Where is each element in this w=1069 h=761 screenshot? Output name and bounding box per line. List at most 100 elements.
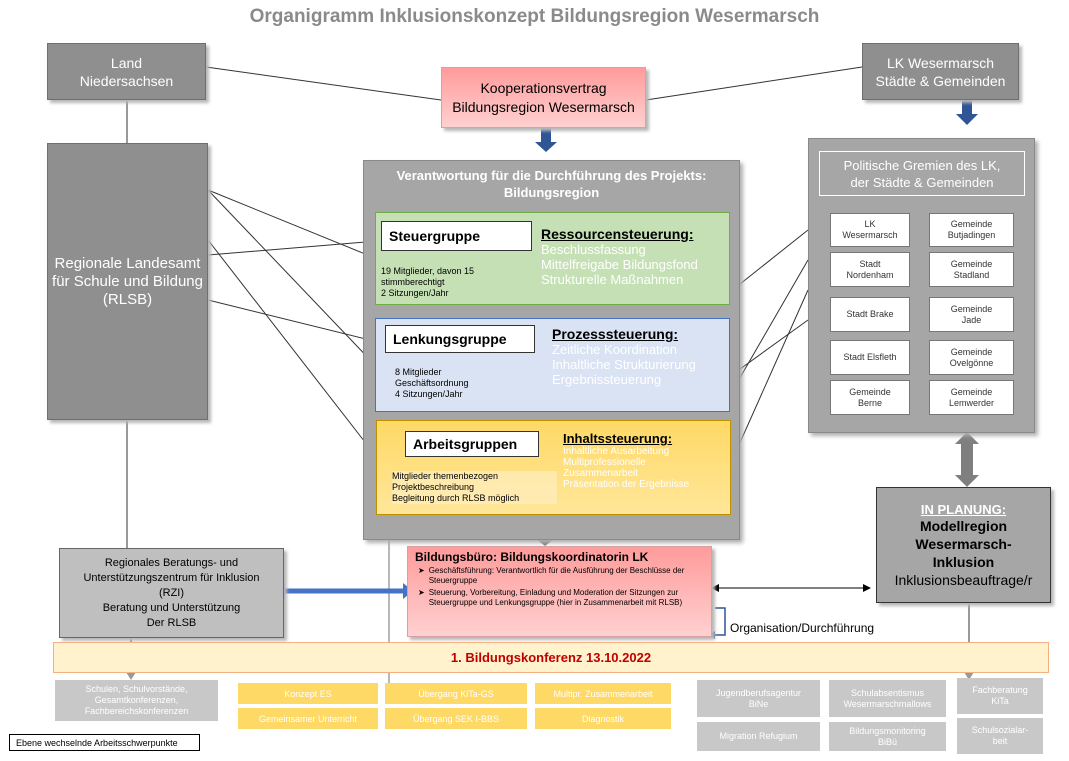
- gemeinde-name: Stadt Brake: [846, 309, 894, 319]
- arrow-bullet-icon: ➤: [418, 566, 425, 575]
- planung-line3: Wesermarsch-: [915, 535, 1012, 552]
- gemeinde-brake: Stadt Brake: [830, 297, 910, 332]
- lenkungsgruppe-detail: Geschäftsordnung: [395, 378, 469, 388]
- schulabsentismus-box: Schulabsentismus Wesermarschmallows: [829, 680, 946, 717]
- kooperationsvertrag-box: Kooperationsvertrag Bildungsregion Weser…: [441, 67, 646, 128]
- arbeitsgruppen-detail: Mitglieder themenbezogen: [392, 471, 499, 481]
- yellow-item-multipr: Multipr. Zusammenarbeit: [535, 683, 671, 704]
- legend-box: Ebene wechselnde Arbeitsschwerpunkte: [9, 734, 200, 751]
- land-line2: Niedersachsen: [79, 72, 174, 89]
- organisation-label: Organisation/Durchführung: [730, 621, 875, 635]
- bildungsbuero-bullets: ➤Geschäftsführung: Verantwortlich für di…: [418, 566, 706, 608]
- gemeinde-name: Stadt: [859, 258, 881, 269]
- land-box: Land Niedersachsen: [47, 43, 206, 100]
- gemeinde-name: Gemeinde: [950, 386, 993, 397]
- yellow-item-konzept-es: Konzept ES: [238, 683, 378, 704]
- grey-item-line: Bildungsmonitoring: [849, 725, 926, 736]
- gemeinde-name: Stadland: [953, 269, 990, 280]
- verantwortung-line1: Verantwortung für die Durchführung des P…: [396, 168, 707, 183]
- arrow-bullet-icon: ➤: [418, 588, 425, 597]
- grey-item-line: Schulsozialar-: [971, 725, 1029, 735]
- bildungsbuero-bullet-text: Steuerung, Vorbereitung, Einladung und M…: [428, 588, 683, 607]
- grey-item-line: Jugendberufsagentur: [715, 687, 802, 698]
- rzi-line2: Unterstützungszentrum für Inklusion: [83, 571, 260, 584]
- rzi-line1: Regionales Beratungs- und: [104, 556, 239, 569]
- rlsb-line1: Regionale Landesamt: [54, 254, 201, 272]
- grey-item-line: BiNe: [748, 698, 769, 709]
- rzi-line5: Der RLSB: [146, 616, 197, 629]
- inhaltssteuerung-item: Zusammenarbeit: [563, 468, 639, 479]
- prozesssteuerung-item: Ergebnissteuerung: [552, 372, 662, 387]
- gemeinde-name: Stadt Elsfleth: [843, 352, 897, 362]
- lk-line2: Städte & Gemeinden: [875, 72, 1006, 89]
- steuergruppe-detail: 2 Sitzungen/Jahr: [381, 288, 449, 298]
- gemeinde-name: Gemeinde: [950, 346, 993, 357]
- inhaltssteuerung-title: Inhaltssteuerung:: [563, 431, 673, 446]
- kooperation-line2: Bildungsregion Wesermarsch: [452, 98, 635, 115]
- gemeinde-name: Ovelgönne: [949, 357, 994, 368]
- gemeinde-name: Gemeinde: [950, 258, 993, 269]
- lenkungsgruppe-detail: 4 Sitzungen/Jahr: [395, 389, 463, 399]
- ressourcensteuerung-item: Beschlussfassung: [541, 242, 646, 257]
- gemeinde-name: Gemeinde: [950, 303, 993, 314]
- rzi-line4: Beratung und Unterstützung: [102, 601, 241, 614]
- politisch-line1: Politische Gremien des LK,: [843, 157, 1001, 173]
- planung-line2: Modellregion: [919, 517, 1008, 534]
- land-line1: Land: [110, 54, 143, 71]
- grey-item-line: Wesermarschmallows: [843, 698, 932, 709]
- steuergruppe-detail: 19 Mitglieder, davon 15: [381, 266, 475, 276]
- schulsozialarbeit-box: Schulsozialar- beit: [957, 718, 1043, 754]
- grey-item-line: KiTa: [991, 696, 1009, 706]
- politisch-line2: der Städte & Gemeinden: [850, 174, 994, 190]
- yellow-item-gemeinsamer-unterricht: Gemeinsamer Unterricht: [238, 708, 378, 729]
- bildungsbuero-bullet: ➤Geschäftsführung: Verantwortlich für di…: [418, 566, 706, 586]
- migration-box: Migration Refugium: [697, 722, 820, 751]
- lk-box: LK Wesermarsch Städte & Gemeinden: [862, 43, 1019, 100]
- schulen-line: Gesamtkonferenzen,: [94, 695, 179, 705]
- kooperation-line1: Kooperationsvertrag: [480, 79, 607, 96]
- arbeitsgruppen-detail: Projektbeschreibung: [392, 482, 475, 492]
- rlsb-box: Regionale Landesamt für Schule und Bildu…: [47, 143, 208, 420]
- schulen-line: Schulen, Schulvorstände,: [85, 684, 188, 694]
- prozesssteuerung: Prozesssteuerung: Zeitliche Koordination…: [552, 326, 727, 387]
- grey-item-line: Fachberatung: [972, 685, 1028, 695]
- rzi-line3: (RZI): [158, 586, 185, 599]
- jugendberufsagentur-box: Jugendberufsagentur BiNe: [697, 680, 820, 717]
- schulen-box: Schulen, Schulvorstände, Gesamtkonferenz…: [55, 680, 218, 721]
- gemeinde-name: Jade: [961, 314, 982, 325]
- inhaltssteuerung-item: Präsentation der Ergebnisse: [563, 479, 690, 490]
- ressourcensteuerung-title: Ressourcensteuerung:: [541, 226, 694, 242]
- planung-line1: IN PLANUNG:: [920, 501, 1007, 517]
- lenkungsgruppe-detail: 8 Mitglieder: [395, 367, 442, 377]
- ressourcensteuerung: Ressourcensteuerung: Beschlussfassung Mi…: [541, 226, 729, 287]
- inhaltssteuerung: Inhaltssteuerung: Inhaltliche Ausarbeitu…: [563, 431, 728, 490]
- prozesssteuerung-title: Prozesssteuerung:: [552, 326, 679, 342]
- gemeinde-name: Wesermarsch: [842, 230, 898, 240]
- yellow-item-uebergang-kita: Übergang KiTa-GS: [385, 683, 527, 704]
- ressourcensteuerung-item: Mittelfreigabe Bildungsfond: [541, 257, 698, 272]
- grey-item-line: BiBü: [877, 736, 897, 747]
- bildungskonferenz-bar: 1. Bildungskonferenz 13.10.2022: [53, 642, 1049, 673]
- gemeinde-name: LK: [864, 219, 876, 229]
- arbeitsgruppen-label: Arbeitsgruppen: [405, 431, 539, 457]
- verantwortung-heading: Verantwortung für die Durchführung des P…: [363, 164, 740, 204]
- steuergruppe-details: 19 Mitglieder, davon 15 stimmberechtigt …: [381, 266, 531, 299]
- bildungsbuero-box: [407, 546, 712, 637]
- yellow-item-diagnostik: Diagnostik: [535, 708, 671, 729]
- arbeitsgruppen-detail: Begleitung durch RLSB möglich: [392, 493, 520, 503]
- bildungsbuero-bullet-text: Geschäftsführung: Verantwortlich für die…: [428, 566, 685, 585]
- verantwortung-line2: Bildungsregion: [503, 185, 600, 200]
- yellow-item-uebergang-sek: Übergang SEK I-BBS: [385, 708, 527, 729]
- lk-line1: LK Wesermarsch: [886, 54, 995, 71]
- grey-item-line: Schulabsentismus: [850, 687, 925, 698]
- steuergruppe-label: Steuergruppe: [381, 221, 532, 251]
- bildungsmonitoring-box: Bildungsmonitoring BiBü: [829, 722, 946, 751]
- prozesssteuerung-item: Zeitliche Koordination: [552, 342, 678, 357]
